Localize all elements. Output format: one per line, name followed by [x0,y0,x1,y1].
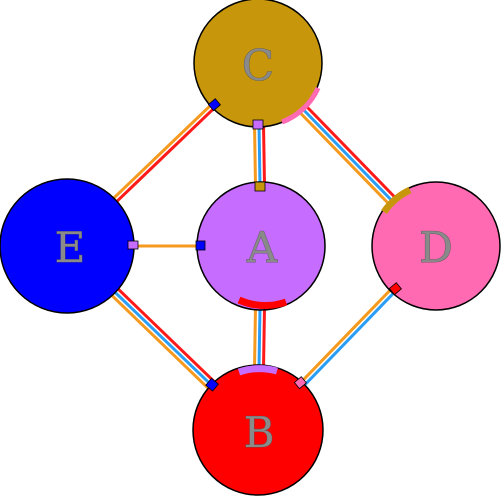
edge-c-a-strand [262,126,266,182]
edge-c-a-strand [253,127,257,183]
node-e-port-a [127,240,139,250]
node-a-port-e [195,240,206,251]
node-d: D [371,181,501,311]
edge-a-b-strand [262,310,266,366]
node-b-port-d [293,376,307,390]
edge-e-b-strand [111,294,210,390]
edges-layer [111,104,396,390]
node-b-circle [192,364,324,496]
node-b: B [192,364,324,496]
node-c-port-a [252,119,264,130]
edge-e-b-strand [117,288,216,383]
node-a-port-c [254,181,266,192]
edge-c-d-strand [298,110,390,205]
edge-a-b-strand [257,309,262,366]
node-c-label: C [242,41,274,90]
node-b-label: B [244,408,275,457]
node-c-port-e [207,98,221,112]
node-c: C [193,0,323,130]
edge-a-b-strand [253,309,257,365]
node-d-arc-gold [381,186,412,215]
node-e-label: E [55,223,86,272]
edge-c-a-strand [257,126,262,183]
edge-c-d-strand [301,107,393,202]
edge-d-b-strand [300,289,391,383]
edge-c-e-strand [115,107,215,203]
node-b-arc-purple [237,365,278,376]
edge-c-d-strand [304,104,396,199]
node-d-label: D [419,223,453,272]
node-d-port-b [388,282,402,296]
node-a-arc-red [237,296,288,309]
node-c-arc-pink [281,86,321,125]
node-a: A [195,181,326,311]
edge-e-b-strand [114,291,213,386]
edge-c-e-strand [112,104,212,200]
edge-d-b-strand [303,292,395,386]
node-b-port-e [205,377,219,392]
node-d-circle [371,181,501,311]
node-a-label: A [246,223,278,272]
node-e: E [0,178,139,314]
